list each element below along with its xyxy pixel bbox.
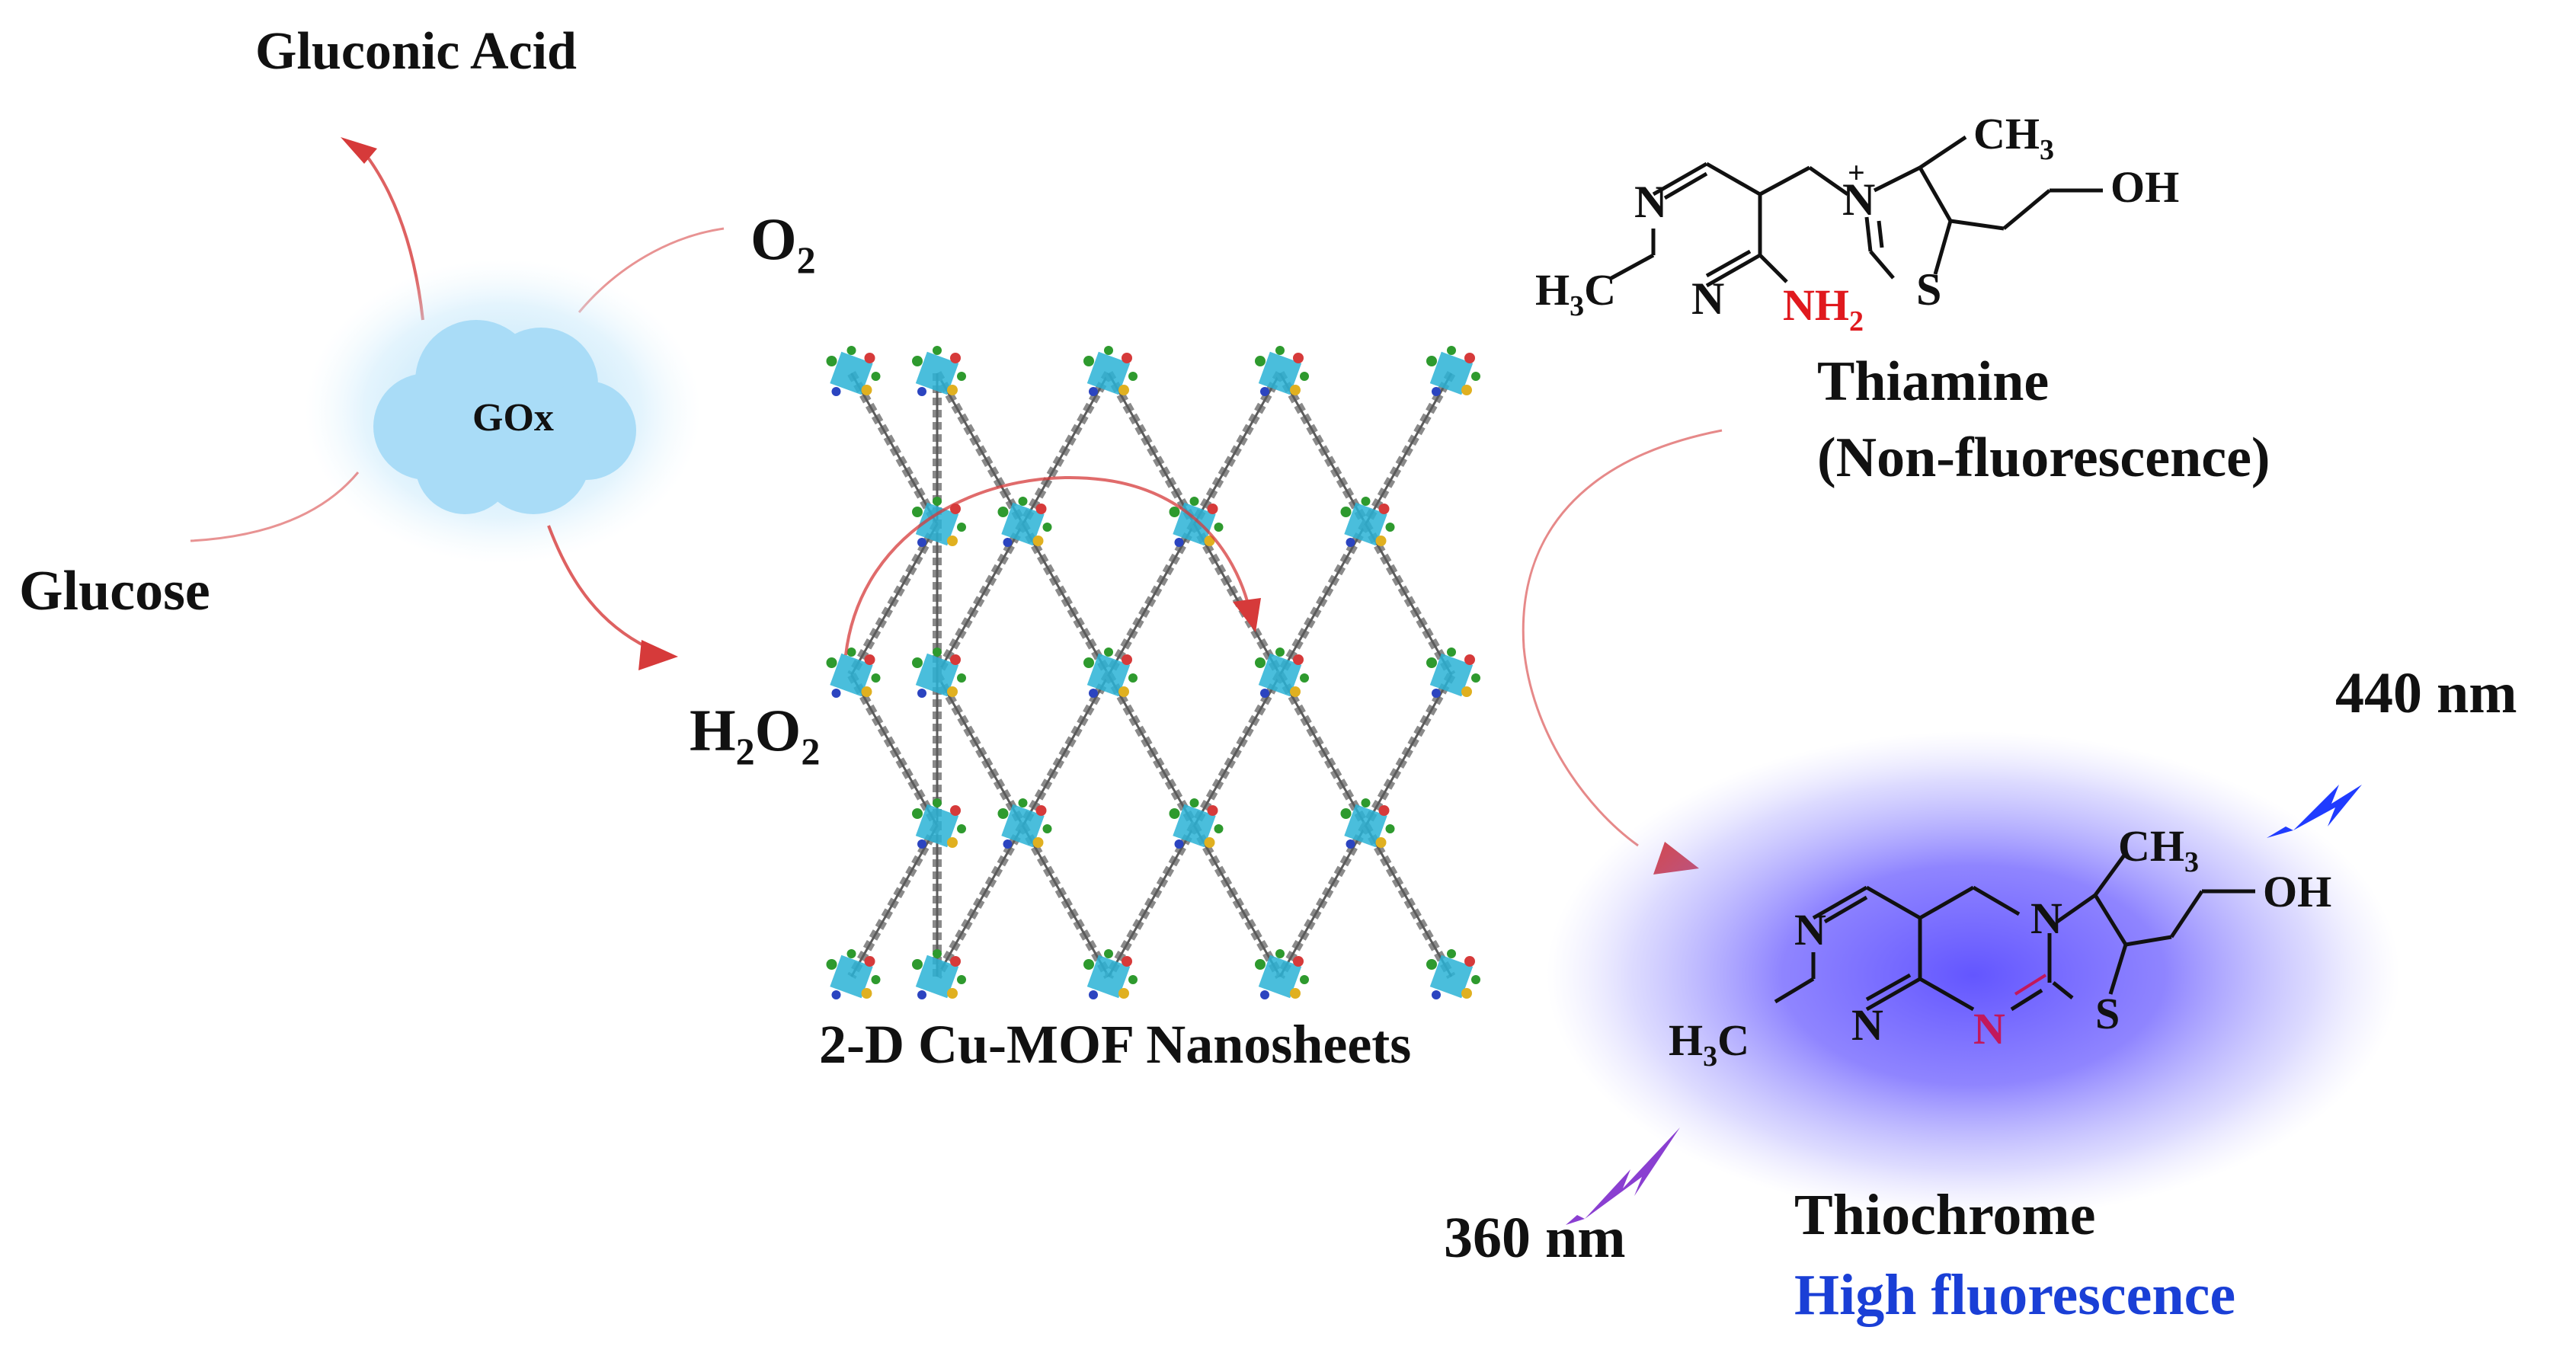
cu-node xyxy=(1340,497,1395,547)
emission-wavelength: 440 nm xyxy=(2335,661,2517,725)
cu-mof-lattice xyxy=(826,346,1480,999)
cu-node xyxy=(1426,648,1480,698)
cu-node xyxy=(1255,346,1309,396)
thiochrome-note: High fluorescence xyxy=(1794,1263,2235,1327)
svg-text:NH2: NH2 xyxy=(1783,280,1864,337)
svg-text:+: + xyxy=(1848,155,1865,190)
mof-strut-core xyxy=(850,825,939,977)
thiochrome-structure xyxy=(1774,852,2255,1012)
gox-cloud-icon xyxy=(373,320,636,514)
thiochrome-double-bond xyxy=(2014,974,2047,996)
mof-strut-core xyxy=(1278,373,1367,525)
svg-text:OH: OH xyxy=(2263,867,2331,916)
mof-strut-core xyxy=(936,523,1024,676)
cu-node xyxy=(997,798,1052,849)
mof-strut-core xyxy=(1107,674,1195,827)
svg-text:CH3: CH3 xyxy=(1973,109,2054,166)
cu-node xyxy=(912,949,966,999)
arrow-through-mof xyxy=(844,476,1251,656)
cu-node xyxy=(1169,798,1224,849)
svg-text:N: N xyxy=(1842,174,1875,225)
cu-node xyxy=(1083,949,1138,999)
cu-node xyxy=(1255,648,1309,698)
mof-strut-core xyxy=(1278,674,1367,827)
svg-text:S: S xyxy=(2095,989,2120,1038)
cu-node xyxy=(1083,648,1138,698)
mof-strut-core xyxy=(1365,373,1453,525)
mof-strut-core xyxy=(936,373,1024,525)
excitation-bolt-icon xyxy=(1566,1127,1680,1225)
svg-text:OH: OH xyxy=(2110,162,2179,212)
cu-node xyxy=(826,949,881,999)
mof-strut-core xyxy=(1193,523,1282,676)
arrow-head-mof xyxy=(1233,598,1261,632)
arrow-head-gluconic xyxy=(341,137,377,164)
mof-strut-core xyxy=(936,825,1024,977)
arrow-head-h2o2 xyxy=(638,640,678,670)
cu-node xyxy=(912,798,966,849)
thiochrome-label: Thiochrome xyxy=(1794,1183,2095,1247)
mof-strut-core xyxy=(850,523,939,676)
thiamine-label: Thiamine xyxy=(1817,350,2049,413)
mof-strut-core xyxy=(1107,825,1195,977)
cu-node xyxy=(1426,949,1480,999)
mof-strut-core xyxy=(1193,373,1282,525)
svg-text:N: N xyxy=(1851,1000,1883,1050)
arrow-to-thiochrome xyxy=(1522,429,1723,847)
arrow-to-h2o2 xyxy=(547,525,648,649)
cu-node xyxy=(1426,346,1480,396)
h2o2-label: H2O2 xyxy=(690,697,820,772)
svg-text:N: N xyxy=(1794,905,1826,954)
mof-strut-core xyxy=(1022,674,1110,827)
mof-strut-core xyxy=(1107,523,1195,676)
cu-node xyxy=(826,346,881,396)
arrow-from-glucose xyxy=(190,472,360,542)
emission-bolt-icon xyxy=(2267,785,2362,838)
svg-text:CH3: CH3 xyxy=(2118,821,2199,878)
mof-strut-core xyxy=(1278,825,1367,977)
svg-text:N: N xyxy=(1691,273,1724,324)
cu-node xyxy=(997,497,1052,547)
o2-label: O2 xyxy=(750,206,816,281)
excitation-wavelength: 360 nm xyxy=(1444,1206,1626,1270)
thiochrome-atoms: N N N N S H3C CH3 OH xyxy=(1669,821,2331,1073)
svg-text:N: N xyxy=(1634,177,1667,227)
mof-strut-core xyxy=(1022,373,1110,525)
mof-strut-core xyxy=(1278,523,1367,676)
cu-node xyxy=(912,346,966,396)
glucose-label: Glucose xyxy=(19,560,210,622)
svg-text:S: S xyxy=(1916,264,1941,315)
fluorescence-glow xyxy=(1547,731,2400,1219)
mof-label: 2-D Cu-MOF Nanosheets xyxy=(819,1014,1411,1075)
thiamine-atoms: N N H3C NH2 N + S CH3 OH xyxy=(1535,109,2179,337)
mof-strut-core xyxy=(850,674,939,827)
cu-node xyxy=(1340,798,1395,849)
mof-strut-core xyxy=(1107,373,1195,525)
cu-node xyxy=(912,497,966,547)
mof-strut-core xyxy=(1365,674,1453,827)
mof-strut-core xyxy=(850,373,939,525)
cu-node xyxy=(826,648,881,698)
thiamine-note: (Non-fluorescence) xyxy=(1817,427,2270,489)
mof-strut-core xyxy=(936,674,1024,827)
svg-text:H3C: H3C xyxy=(1535,265,1616,322)
gox-label: GOx xyxy=(472,396,554,440)
mof-strut-core xyxy=(1365,523,1453,676)
cu-node xyxy=(1083,346,1138,396)
gluconic-acid-label: Gluconic Acid xyxy=(255,22,577,81)
cu-node xyxy=(1255,949,1309,999)
thiamine-structure xyxy=(1610,135,2103,288)
cu-node xyxy=(912,648,966,698)
mof-strut-core xyxy=(1022,523,1110,676)
mof-strut-core xyxy=(1193,825,1282,977)
mof-strut-core xyxy=(1193,674,1282,827)
svg-text:N: N xyxy=(2030,894,2062,943)
mof-strut-core xyxy=(1022,825,1110,977)
svg-text:N: N xyxy=(1973,1004,2005,1054)
svg-text:H3C: H3C xyxy=(1669,1015,1749,1073)
mof-strut-core xyxy=(1365,825,1453,977)
